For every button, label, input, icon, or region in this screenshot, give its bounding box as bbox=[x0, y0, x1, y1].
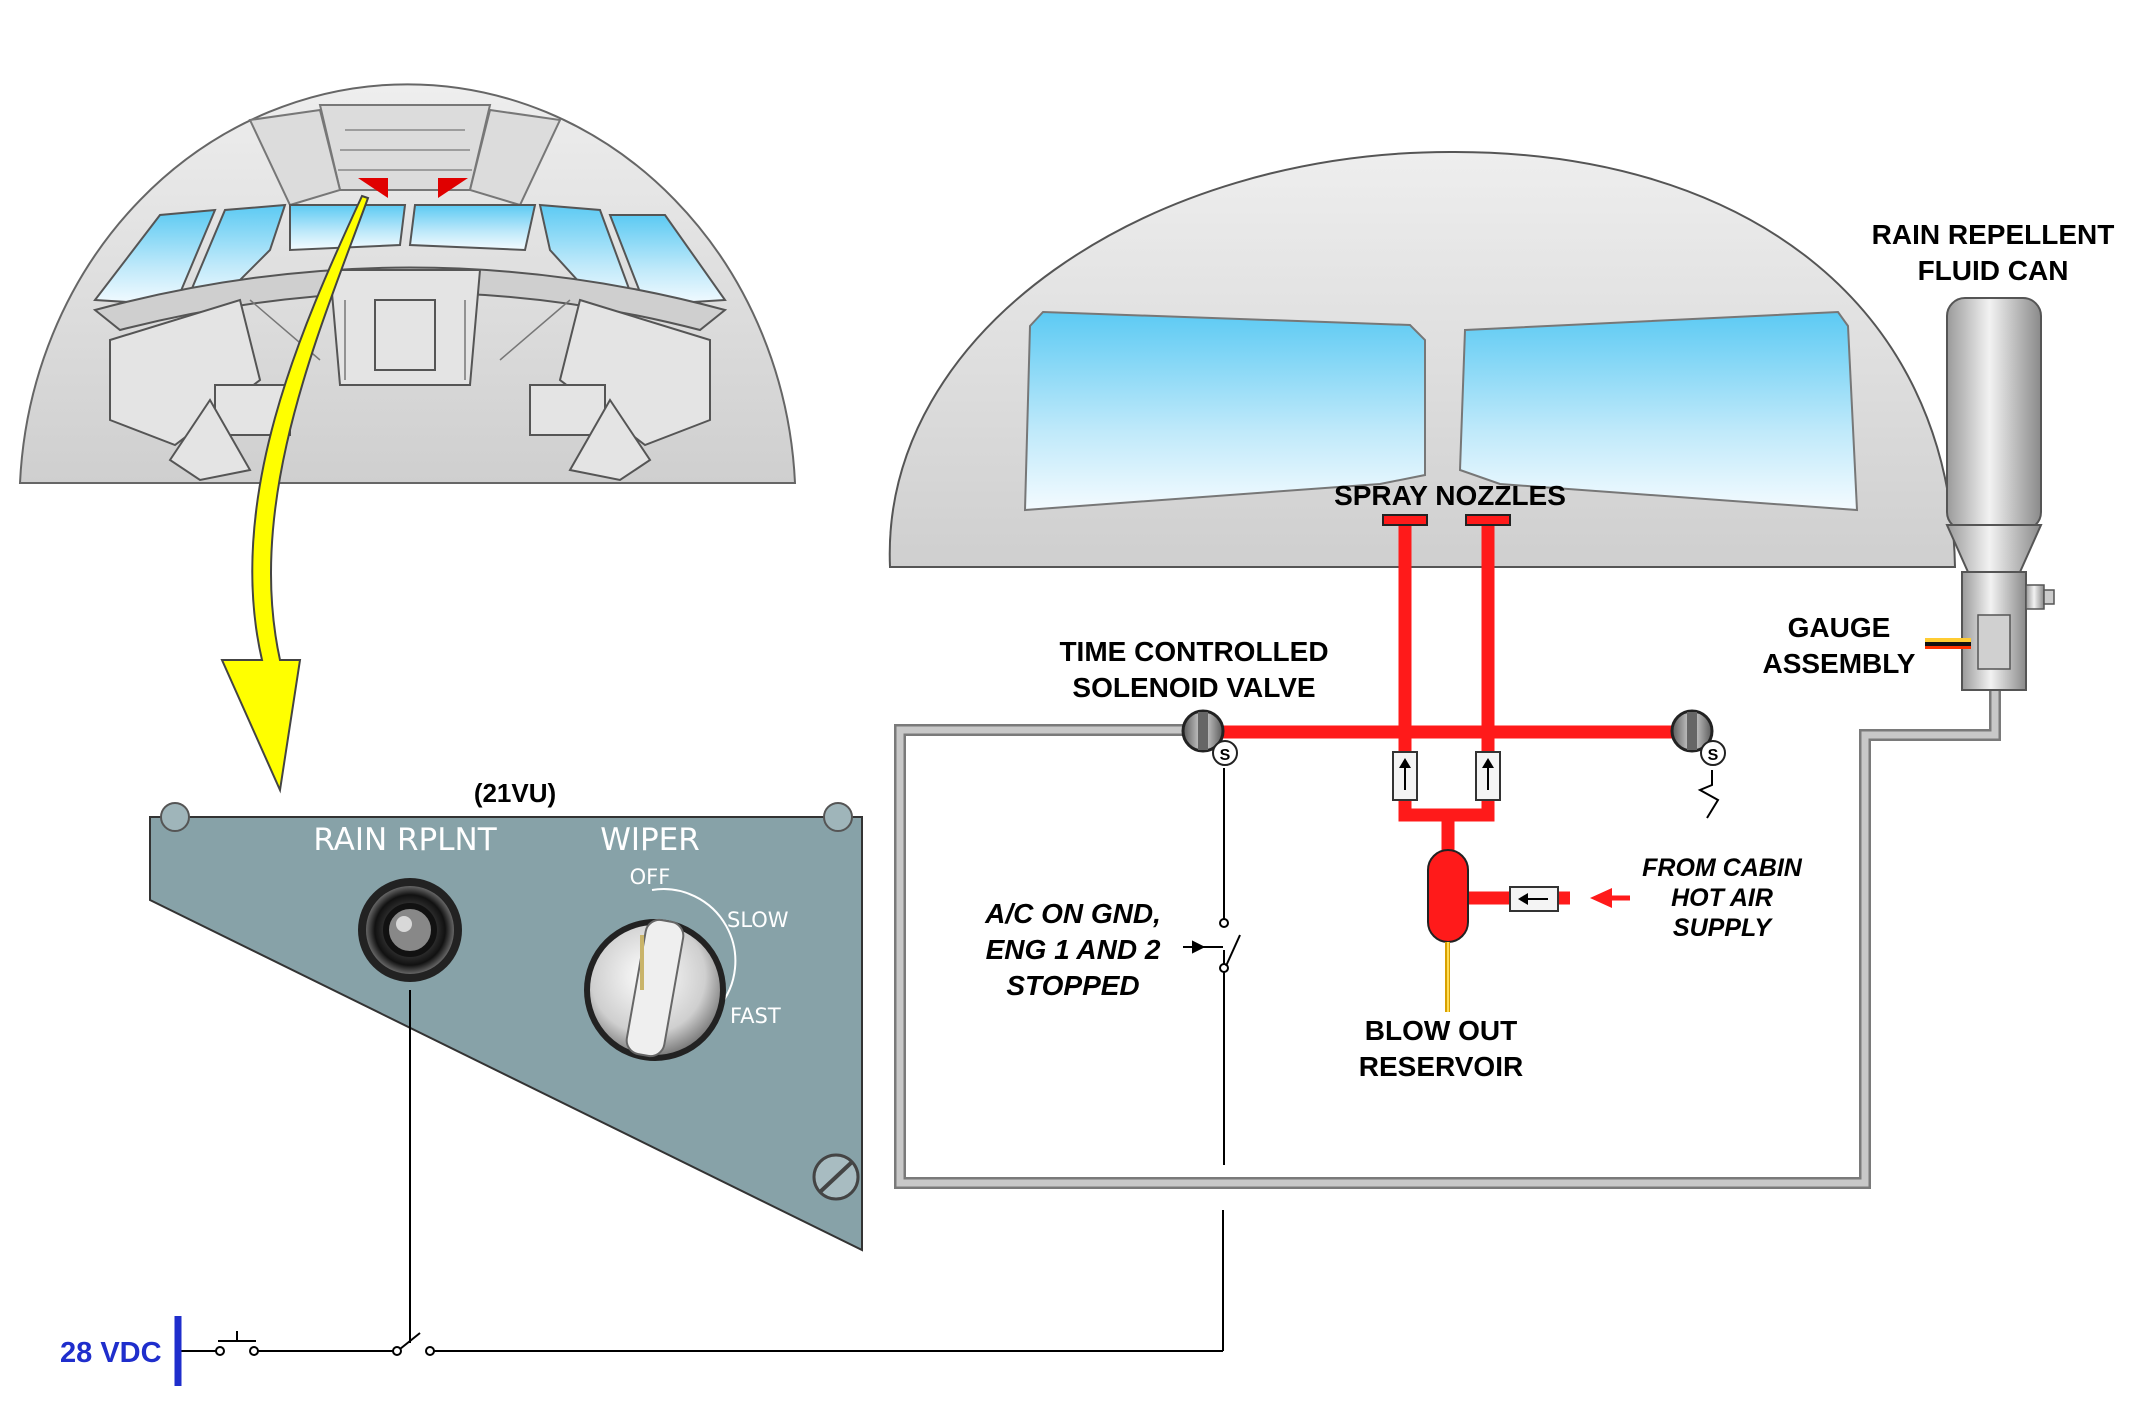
condition-label-3: STOPPED bbox=[1006, 970, 1139, 1001]
wiper-label: WIPER bbox=[600, 822, 700, 858]
voltage-label: 28 VDC bbox=[60, 1337, 162, 1369]
wiper-slow-label: SLOW bbox=[727, 908, 789, 932]
view-pointer-arrow bbox=[220, 194, 370, 794]
gauge-pointer bbox=[1925, 638, 1971, 649]
spray-nozzle-left bbox=[1382, 514, 1428, 526]
reservoir-label-1: BLOW OUT bbox=[1365, 1015, 1517, 1046]
blow-out-reservoir bbox=[1427, 849, 1469, 1012]
cabin-air-label-1: FROM CABIN bbox=[1642, 854, 1803, 882]
ground-condition-contact bbox=[1192, 918, 1241, 973]
solenoid-valve-left: S bbox=[1181, 709, 1238, 766]
check-valve-hot-air bbox=[1509, 886, 1559, 912]
electrical-circuit bbox=[180, 768, 1225, 1352]
rain-can-label-2: FLUID CAN bbox=[1918, 255, 2069, 286]
spray-nozzle-right bbox=[1465, 514, 1511, 526]
cockpit-overview bbox=[18, 83, 797, 484]
check-valve-left bbox=[1392, 751, 1418, 801]
wiper-selector-knob[interactable]: OFF SLOW FAST bbox=[584, 865, 789, 1061]
spray-nozzles-label: SPRAY NOZZLES bbox=[1334, 480, 1566, 511]
cabin-air-label-3: SUPPLY bbox=[1673, 914, 1773, 942]
nozzle-marker-left bbox=[358, 178, 388, 198]
solenoid-label-2: SOLENOID VALVE bbox=[1072, 672, 1315, 703]
rain-rplnt-pushbutton[interactable] bbox=[358, 878, 462, 982]
rain-rplnt-label: RAIN RPLNT bbox=[313, 822, 497, 858]
solenoid-symbol-right: S bbox=[1708, 747, 1719, 764]
control-panel-21vu: (21VU) RAIN RPLNT WIPER OFF SLOW FAST bbox=[149, 778, 863, 1252]
rain-rplnt-contact bbox=[392, 1332, 435, 1356]
rain-repellent-can bbox=[1945, 297, 2055, 691]
nozzle-marker-right bbox=[438, 178, 468, 198]
windshield-dome bbox=[888, 150, 1957, 568]
gauge-label-1: GAUGE bbox=[1788, 612, 1891, 643]
solenoid-valve-right: S bbox=[1670, 709, 1726, 766]
solenoid-symbol-left: S bbox=[1220, 747, 1231, 764]
wiper-off-label: OFF bbox=[630, 865, 671, 889]
panel-screw-icon bbox=[812, 1153, 860, 1201]
left-windshield bbox=[1023, 310, 1426, 512]
ground-signal-icon bbox=[1697, 770, 1720, 819]
reservoir-label-2: RESERVOIR bbox=[1359, 1051, 1523, 1082]
fluid-pipes bbox=[1215, 520, 1690, 905]
condition-label-2: ENG 1 AND 2 bbox=[986, 934, 1161, 965]
cabin-air-label-2: HOT AIR bbox=[1671, 884, 1773, 912]
solenoid-label-1: TIME CONTROLLED bbox=[1059, 636, 1328, 667]
rain-can-label-1: RAIN REPELLENT bbox=[1872, 219, 2115, 250]
right-windshield bbox=[1458, 310, 1859, 512]
panel-push-switch bbox=[215, 1331, 259, 1356]
panel-id-label: (21VU) bbox=[474, 778, 556, 808]
wiper-fast-label: FAST bbox=[730, 1004, 781, 1028]
check-valve-right bbox=[1475, 751, 1501, 801]
hot-air-inlet-arrow bbox=[1590, 888, 1630, 908]
gauge-label-2: ASSEMBLY bbox=[1762, 648, 1915, 679]
condition-label-1: A/C ON GND, bbox=[984, 898, 1161, 929]
